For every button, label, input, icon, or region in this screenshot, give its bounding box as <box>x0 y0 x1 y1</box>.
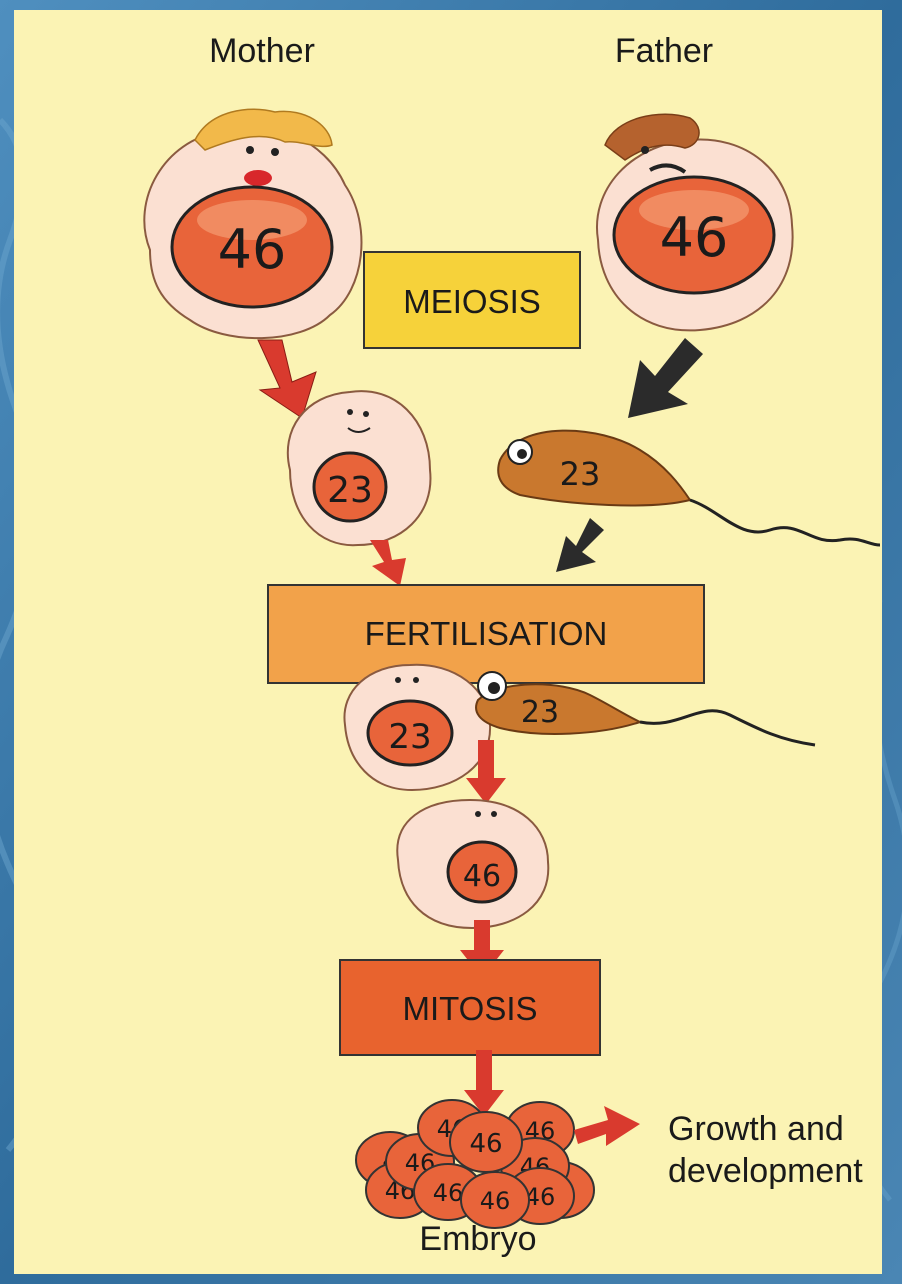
embryo-cell-count: 46 <box>433 1179 464 1207</box>
zygote-chromosome-count: 46 <box>463 859 501 894</box>
father-label: Father <box>615 32 713 70</box>
mother-label: Mother <box>209 32 315 70</box>
growth-label-line2: development <box>668 1152 863 1190</box>
embryo-cell-count: 46 <box>480 1187 511 1215</box>
fertilisation-sperm-count: 23 <box>521 695 559 730</box>
sperm-chromosome-count: 23 <box>560 455 601 493</box>
mother-lips <box>244 170 272 186</box>
mother-eye-right <box>271 148 279 156</box>
zygote-cell: 46 <box>397 800 548 928</box>
embryo-cell-center-count: 46 <box>469 1129 502 1159</box>
father-eye <box>641 146 649 154</box>
mother-eye-left <box>246 146 254 154</box>
meiosis-stage: MEIOSIS <box>364 252 580 348</box>
mitosis-label: MITOSIS <box>402 990 537 1027</box>
growth-label-line1: Growth and <box>668 1110 844 1148</box>
fertilisation-label: FERTILISATION <box>365 615 608 652</box>
egg-cell: 23 <box>288 391 431 545</box>
meiosis-label: MEIOSIS <box>403 283 541 320</box>
egg-chromosome-count: 23 <box>327 470 373 511</box>
fertilisation-egg: 23 <box>344 665 490 790</box>
father-chromosome-count: 46 <box>660 206 729 269</box>
fertilisation-egg-count: 23 <box>388 717 431 757</box>
mitosis-stage: MITOSIS <box>340 960 600 1055</box>
fertilisation-stage: FERTILISATION <box>268 585 704 683</box>
embryo-label: Embryo <box>419 1220 536 1258</box>
mother-chromosome-count: 46 <box>218 218 287 281</box>
